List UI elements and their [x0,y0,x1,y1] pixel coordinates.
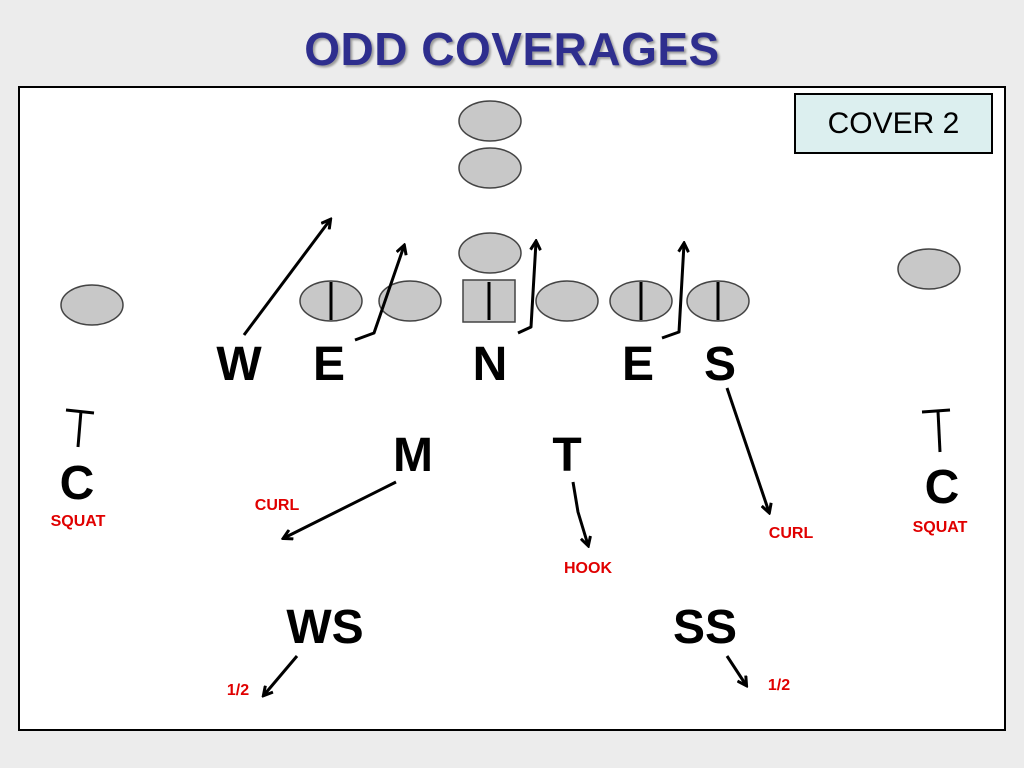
defender-e-left: E [313,338,345,391]
coverage-label: COVER 2 [794,93,993,154]
corner-marks [65,408,951,453]
alignment-marks [329,282,720,320]
t-hook-arrow [571,481,588,545]
right-guard [535,280,599,322]
left-guard [378,280,442,322]
split-end-left [60,284,124,326]
deep-back [458,100,522,142]
defender-n: N [473,338,508,391]
zone-curl-right: CURL [769,525,814,542]
defender-c-right: C [925,461,960,514]
offense [60,100,961,326]
zone-squat-left: SQUAT [51,513,106,530]
defender-w: W [216,338,262,391]
play-diagram-field [18,86,1006,731]
defender-t: T [552,429,581,482]
ws-half-arrow [264,655,299,695]
zone-half-right: 1/2 [768,677,790,694]
s-curl-arrow [725,387,769,512]
zone-curl-left: CURL [255,497,300,514]
page-title: ODD COVERAGES [304,23,720,75]
defender-c-left: C [60,457,95,510]
defender-s: S [704,338,736,391]
zone-labels: CURL CURL HOOK SQUAT SQUAT 1/2 1/2 [51,497,968,699]
flanker-right [897,248,961,290]
e-left-rush-arrow [354,246,404,342]
defenders: W E N E S M T C C WS SS [60,338,960,654]
defender-e-right: E [622,338,654,391]
w-rush-arrow [242,220,330,336]
defender-ws: WS [286,601,363,654]
routes [242,220,769,695]
zone-half-left: 1/2 [227,682,249,699]
fullback [458,147,522,189]
m-curl-arrow [284,480,397,538]
zone-squat-right: SQUAT [913,519,968,536]
defender-m: M [393,429,433,482]
defender-ss: SS [673,601,737,654]
zone-hook: HOOK [564,560,612,577]
e-right-rush-arrow [661,244,684,340]
n-rush-arrow [517,242,536,335]
ss-half-arrow [725,655,746,685]
quarterback [458,232,522,274]
